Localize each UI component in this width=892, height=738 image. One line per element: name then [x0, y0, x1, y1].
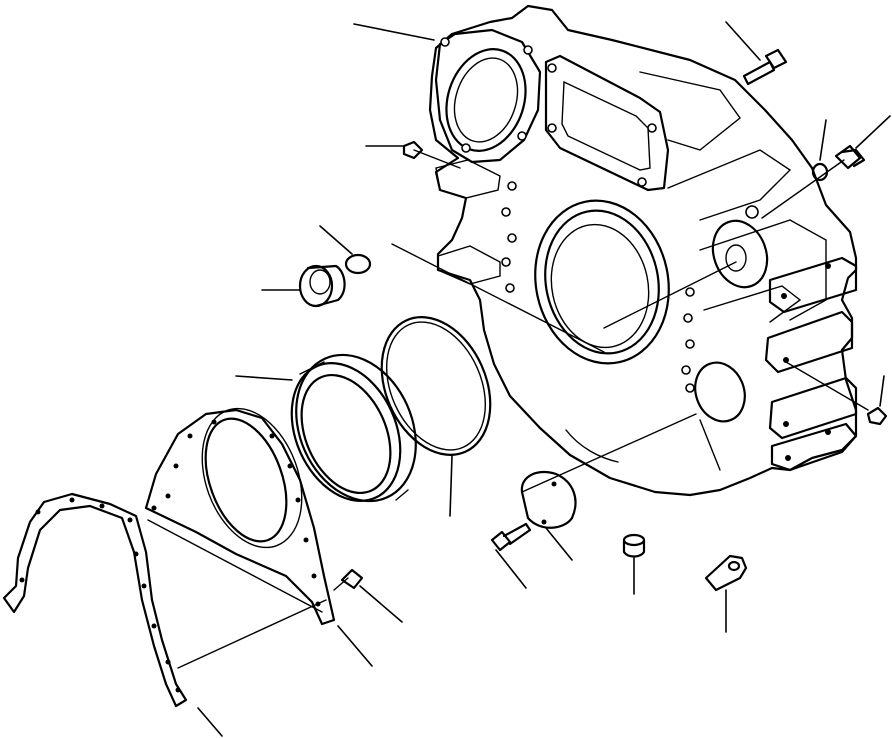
mounting-bolt-top: [742, 48, 788, 86]
large-oring: [380, 316, 492, 456]
oil-seal: [290, 353, 417, 503]
seal-retainer: [144, 407, 336, 626]
retainer-screw: [333, 568, 364, 591]
cover-bolt: [490, 522, 532, 552]
flywheel-housing: [428, 4, 858, 497]
oring-small: [344, 253, 372, 275]
drain-plug: [622, 533, 646, 558]
plug-cap: [298, 264, 346, 308]
bracket-clip: [704, 554, 748, 592]
gasket: [2, 492, 188, 708]
plug-and-oring-right: [811, 144, 866, 182]
nut-left-top: [402, 140, 424, 160]
nut-right-bottom: [866, 406, 888, 426]
leader-lines: [147, 21, 891, 737]
